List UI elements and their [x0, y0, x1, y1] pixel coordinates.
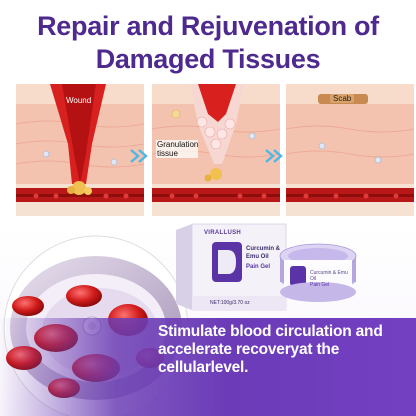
next-arrow-1-icon — [129, 148, 149, 164]
product-image: VIRALLUSH Curcumin & Emu Oil Pain Gel NE… — [170, 222, 360, 314]
box-net: NET:100g/3.70 oz — [210, 300, 250, 306]
box-name-2: Emu Oil — [246, 254, 269, 260]
scab-illustration — [286, 84, 414, 216]
jar-name: Curcumin & Emu Oil — [310, 270, 348, 282]
box-brand: VIRALLUSH — [204, 230, 242, 236]
purple-banner — [0, 318, 416, 416]
wound-illustration — [16, 84, 144, 216]
granulation-label: Granulation tissue — [156, 140, 199, 158]
next-arrow-2-icon — [264, 148, 284, 164]
panel-granulation: Granulation tissue — [152, 84, 280, 216]
headline-line-1: Repair and Rejuvenation of — [37, 11, 379, 41]
banner-line-1: Stimulate blood circulation and — [158, 323, 383, 340]
box-name-1: Curcumin & — [246, 246, 281, 252]
box-name-3: Pain Gel — [246, 264, 271, 270]
panel-scab: Scab — [286, 84, 414, 216]
headline-line-2: Damaged Tissues — [95, 44, 321, 74]
banner-text: Stimulate blood circulation and accelera… — [158, 323, 412, 377]
granulation-illustration — [152, 84, 280, 216]
banner-line-2: accelerate recoveryat the — [158, 341, 340, 358]
panel-wound: Wound — [16, 84, 144, 216]
headline: Repair and Rejuvenation of Damaged Tissu… — [0, 10, 416, 76]
scab-label: Scab — [330, 94, 355, 103]
wound-label: Wound — [66, 96, 92, 105]
jar-sub: Pain Gel — [310, 282, 330, 288]
banner-line-3: cellularlevel. — [158, 359, 249, 376]
